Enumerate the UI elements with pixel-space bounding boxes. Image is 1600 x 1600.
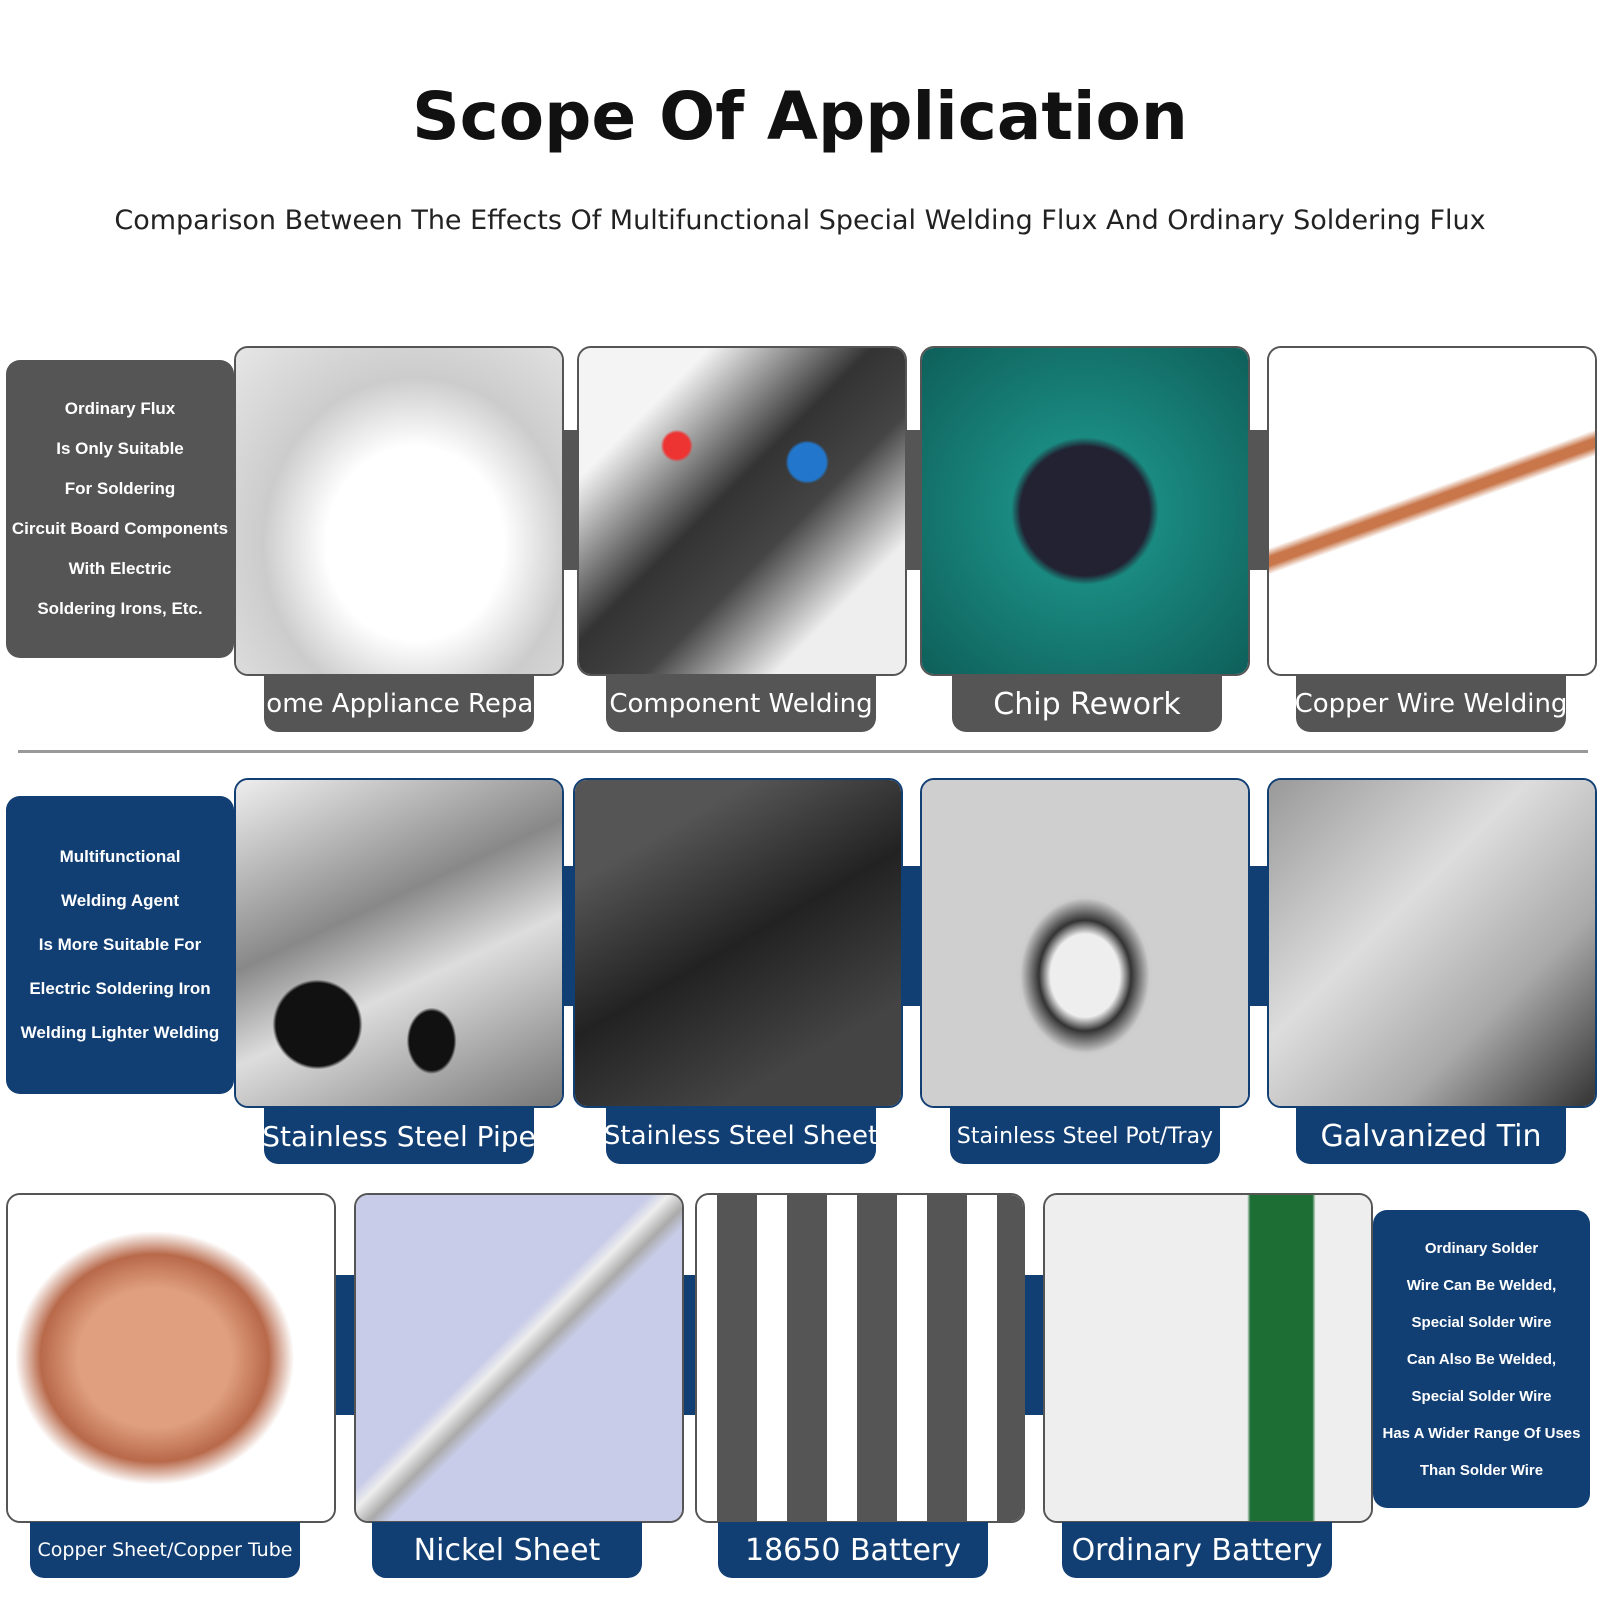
multifunctional-panel: Multifunctional Welding Agent Is More Su… xyxy=(6,796,234,1094)
panel-line: Circuit Board Components xyxy=(11,519,229,538)
card-home-appliance xyxy=(234,346,564,676)
battery-18650-image xyxy=(697,1195,1023,1521)
card-nickel xyxy=(354,1193,684,1523)
label-nickel: Nickel Sheet xyxy=(372,1522,642,1578)
label-galvanized: Galvanized Tin xyxy=(1296,1108,1566,1164)
card-18650 xyxy=(695,1193,1025,1523)
appliance-image xyxy=(236,348,562,674)
divider xyxy=(18,750,1588,753)
steel-sheet-image xyxy=(575,780,901,1106)
page-title: Scope Of Application xyxy=(412,78,1188,155)
label-copper-wire: Copper Wire Welding xyxy=(1295,676,1567,732)
panel-line: With Electric xyxy=(68,559,172,578)
panel-line: Welding Lighter Welding xyxy=(20,1023,220,1042)
page-subtitle: Comparison Between The Effects Of Multif… xyxy=(114,205,1486,236)
label-chip: Chip Rework xyxy=(952,676,1222,732)
panel-line: Special Solder Wire xyxy=(1411,1313,1552,1331)
label-ordinary-battery: Ordinary Battery xyxy=(1062,1522,1332,1578)
panel-line: Can Also Be Welded, xyxy=(1406,1350,1557,1368)
label-steel-pot: Stainless Steel Pot/Tray xyxy=(950,1108,1220,1164)
ordinary-battery-image xyxy=(1045,1195,1371,1521)
steel-pipe-image xyxy=(236,780,562,1106)
solder-wire-panel: Ordinary Solder Wire Can Be Welded, Spec… xyxy=(1373,1210,1590,1508)
label-copper-sheet: Copper Sheet/Copper Tube xyxy=(30,1522,300,1578)
copper-sheet-image xyxy=(8,1195,334,1521)
label-steel-pipe: Stainless Steel Pipe xyxy=(262,1108,536,1164)
card-component xyxy=(577,346,907,676)
chip-image xyxy=(922,348,1248,674)
copper-wire-image xyxy=(1269,348,1595,674)
panel-line: Is Only Suitable xyxy=(56,439,184,458)
label-18650: 18650 Battery xyxy=(718,1522,988,1578)
panel-line: Has A Wider Range Of Uses xyxy=(1382,1424,1581,1442)
panel-line: Soldering Irons, Etc. xyxy=(37,599,203,618)
panel-line: Multifunctional xyxy=(59,847,181,866)
panel-line: Ordinary Flux xyxy=(64,399,176,418)
panel-line: Special Solder Wire xyxy=(1411,1387,1552,1405)
panel-line: For Soldering xyxy=(64,479,176,498)
label-home-appliance: Home Appliance Repair xyxy=(247,676,551,732)
card-ordinary-battery xyxy=(1043,1193,1373,1523)
panel-line: Wire Can Be Welded, xyxy=(1406,1276,1557,1294)
panel-line: Electric Soldering Iron xyxy=(29,979,211,998)
panel-line: Than Solder Wire xyxy=(1419,1461,1544,1479)
card-steel-pipe xyxy=(234,778,564,1108)
steel-pot-image xyxy=(922,780,1248,1106)
components-image xyxy=(579,348,905,674)
card-copper-sheet xyxy=(6,1193,336,1523)
panel-line: Ordinary Solder xyxy=(1424,1239,1539,1257)
label-steel-sheet: Stainless Steel Sheet xyxy=(604,1108,878,1164)
card-steel-pot xyxy=(920,778,1250,1108)
galvanized-image xyxy=(1269,780,1595,1106)
card-chip xyxy=(920,346,1250,676)
card-steel-sheet xyxy=(573,778,903,1108)
label-component: Component Welding xyxy=(606,676,876,732)
panel-line: Is More Suitable For xyxy=(38,935,202,954)
ordinary-flux-panel: Ordinary Flux Is Only Suitable For Solde… xyxy=(6,360,234,658)
nickel-image xyxy=(356,1195,682,1521)
card-galvanized xyxy=(1267,778,1597,1108)
panel-line: Welding Agent xyxy=(60,891,180,910)
card-copper-wire xyxy=(1267,346,1597,676)
